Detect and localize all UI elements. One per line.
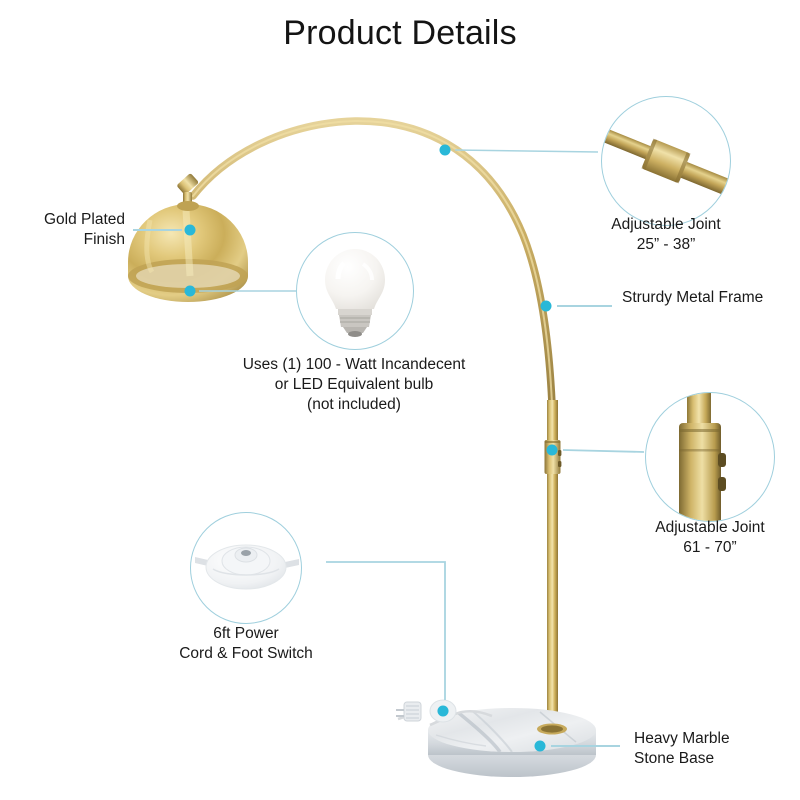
callout-label-adjustable-joint-upper: Adjustable Joint 25” - 38” xyxy=(611,216,721,253)
dot-power-cord-foot-switch[interactable] xyxy=(437,705,449,717)
callout-label-power-cord-foot-switch: 6ft Power Cord & Foot Switch xyxy=(179,625,313,662)
leader-power-cord-foot-switch xyxy=(326,561,446,700)
dot-bulb-spec[interactable] xyxy=(184,285,196,297)
callout-label-sturdy-metal-frame: Strurdy Metal Frame xyxy=(622,289,764,306)
dot-adjustable-joint-upper[interactable] xyxy=(439,144,451,156)
leader-adjustable-joint-lower xyxy=(562,449,645,453)
inset-foot-switch xyxy=(190,512,302,624)
inset-adjustable-joint-upper xyxy=(601,96,731,226)
callout-label-gold-plated-finish: Gold Plated Finish xyxy=(44,211,125,248)
marble-base xyxy=(428,708,596,777)
power-plug xyxy=(396,701,422,722)
callout-label-bulb-spec: Uses (1) 100 - Watt Incandecent or LED E… xyxy=(242,356,466,413)
vertical-pole xyxy=(547,400,558,730)
dot-adjustable-joint-lower[interactable] xyxy=(546,444,558,456)
callout-label-adjustable-joint-lower: Adjustable Joint 61 - 70” xyxy=(655,519,765,556)
inset-led-bulb xyxy=(296,232,414,350)
dot-sturdy-metal-frame[interactable] xyxy=(540,300,552,312)
callout-label-marble-stone-base: Heavy Marble Stone Base xyxy=(634,730,730,767)
dot-gold-plated-finish[interactable] xyxy=(184,224,196,236)
dot-marble-stone-base[interactable] xyxy=(534,740,546,752)
page-title: Product Details xyxy=(283,14,517,52)
leader-adjustable-joint-upper xyxy=(454,149,599,153)
lamp-shade xyxy=(128,192,248,302)
arc-joint-collar xyxy=(177,173,199,195)
inset-adjustable-joint-lower xyxy=(645,392,775,522)
